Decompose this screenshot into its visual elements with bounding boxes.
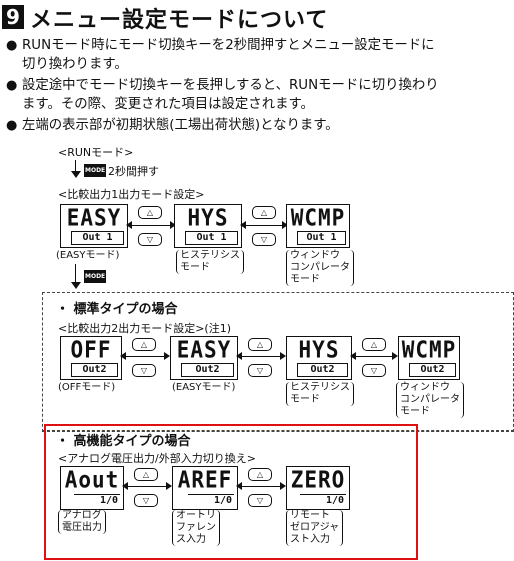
lcd-sub-text: Out2 — [297, 363, 348, 377]
lcd-main-text: HYS — [298, 336, 340, 364]
bullet-item-1: ● RUNモード時にモード切換キーを2秒間押すとメニュー設定モードに 切り換わり… — [6, 36, 435, 74]
section1-title: <比較出力1出力モード設定> — [58, 188, 205, 201]
bullet-text: 切り換わります。 — [22, 57, 128, 72]
lcd-main-text: AREF — [177, 466, 233, 494]
mode-label: (EASYモード) — [172, 382, 236, 393]
bullet-text: ます。その際、変更された項目は設定されます。 — [22, 97, 314, 112]
lcd-sub-text: 1/0 — [74, 494, 120, 507]
bullet-item-3: ● 左端の表示部が初期状態(工場出荷状態)となります。 — [6, 116, 339, 135]
lcd-sub-text: 1/0 — [188, 494, 234, 507]
lcd-main-text: HYS — [187, 204, 229, 232]
lcd-display: WCMP Out2 — [398, 336, 460, 380]
mode-label: (OFFモード) — [58, 382, 116, 393]
standard-type-heading: ・ 標準タイプの場合 — [56, 302, 178, 317]
lcd-display: HYS Out 1 — [174, 204, 242, 248]
page-title: メニュー設定モードについて — [30, 8, 329, 33]
bidirectional-arrow-icon — [126, 221, 176, 229]
lcd-sub-text: Out 1 — [185, 231, 238, 245]
up-key-icon: △ — [132, 338, 156, 351]
down-key-icon: ▽ — [134, 494, 158, 507]
lcd-display: Aout 1/0 — [60, 466, 124, 510]
mode-label: アナログ 電圧出力 — [58, 510, 106, 534]
advanced-type-heading: ・ 高機能タイプの場合 — [56, 434, 191, 449]
lcd-display: WCMP Out 1 — [286, 204, 350, 248]
up-key-icon: △ — [134, 468, 158, 481]
bidirectional-arrow-icon — [236, 352, 286, 360]
down-key-icon: ▽ — [248, 364, 272, 377]
up-key-icon: △ — [248, 338, 272, 351]
lcd-sub-text: Out2 — [409, 363, 456, 377]
advanced-type-highlight — [44, 424, 418, 560]
mode-label: (EASYモード) — [56, 250, 120, 261]
lcd-display: ZERO 1/0 — [286, 466, 350, 510]
bullet-text: 設定途中でモード切換キーを長押しすると、RUNモードに切り換わり — [22, 78, 439, 93]
lcd-sub-text: Out2 — [181, 363, 234, 377]
lcd-main-text: OFF — [70, 336, 112, 364]
bidirectional-arrow-icon — [120, 352, 170, 360]
mode-key-icon: MODE — [84, 270, 106, 283]
bullet-mark: ● — [6, 38, 18, 53]
bidirectional-arrow-icon — [350, 352, 398, 360]
mode-label: リモート ゼロアジャ スト入力 — [286, 510, 344, 546]
down-key-icon: ▽ — [132, 364, 156, 377]
lcd-sub-text: Out 1 — [297, 231, 346, 245]
up-key-icon: △ — [362, 338, 386, 351]
lcd-main-text: EASY — [66, 204, 122, 232]
mode-label: ウィンドウ コンパレータ モード — [396, 382, 464, 418]
down-arrow-icon — [71, 282, 81, 289]
mode-label: ヒステリシス モード — [286, 382, 354, 406]
lcd-display: AREF 1/0 — [172, 466, 238, 510]
down-key-icon: ▽ — [248, 494, 272, 507]
down-key-icon: ▽ — [138, 233, 162, 246]
flow-line — [75, 160, 76, 172]
advanced-section-title: <アナログ電圧出力/外部入力切り換え> — [58, 452, 256, 465]
up-key-icon: △ — [252, 206, 276, 219]
hold-2s-label: 2秒間押す — [108, 165, 159, 178]
lcd-display: EASY Out 1 — [60, 204, 128, 248]
up-key-icon: △ — [248, 468, 272, 481]
bullet-text: 左端の表示部が初期状態(工場出荷状態)となります。 — [22, 118, 339, 133]
lcd-sub-text: 1/0 — [300, 494, 346, 507]
mode-label: ヒステリシス モード — [176, 250, 244, 274]
down-key-icon: ▽ — [252, 233, 276, 246]
bullet-mark: ● — [6, 78, 18, 93]
mode-label: オートリ ファレン ス入力 — [172, 510, 220, 546]
mode-label: ウィンドウ コンパレータ モード — [286, 250, 354, 286]
lcd-main-text: ZERO — [290, 466, 346, 494]
lcd-display: OFF Out2 — [60, 336, 122, 380]
run-mode-label: <RUNモード> — [58, 146, 134, 159]
flow-line — [75, 264, 76, 284]
section-number-badge: 9 — [2, 5, 24, 29]
lcd-main-text: Aout — [64, 466, 120, 494]
up-key-icon: △ — [138, 206, 162, 219]
down-key-icon: ▽ — [362, 364, 386, 377]
lcd-display: HYS Out2 — [286, 336, 352, 380]
bidirectional-arrow-icon — [240, 221, 288, 229]
lcd-main-text: EASY — [176, 336, 232, 364]
lcd-main-text: WCMP — [290, 204, 346, 232]
lcd-main-text: WCMP — [401, 336, 457, 364]
mode-key-icon: MODE — [84, 164, 106, 177]
bullet-mark: ● — [6, 118, 18, 133]
lcd-display: EASY Out2 — [170, 336, 238, 380]
lcd-sub-text: Out 1 — [71, 231, 124, 245]
bullet-text: RUNモード時にモード切換キーを2秒間押すとメニュー設定モードに — [22, 38, 435, 53]
lcd-sub-text: Out2 — [71, 363, 118, 377]
bidirectional-arrow-icon — [122, 482, 172, 490]
bidirectional-arrow-icon — [236, 482, 286, 490]
bullet-item-2: ● 設定途中でモード切換キーを長押しすると、RUNモードに切り換わり ます。その… — [6, 76, 439, 114]
down-arrow-icon — [71, 171, 81, 178]
standard-section-title: <比較出力2出力モード設定>(注1) — [58, 322, 232, 335]
